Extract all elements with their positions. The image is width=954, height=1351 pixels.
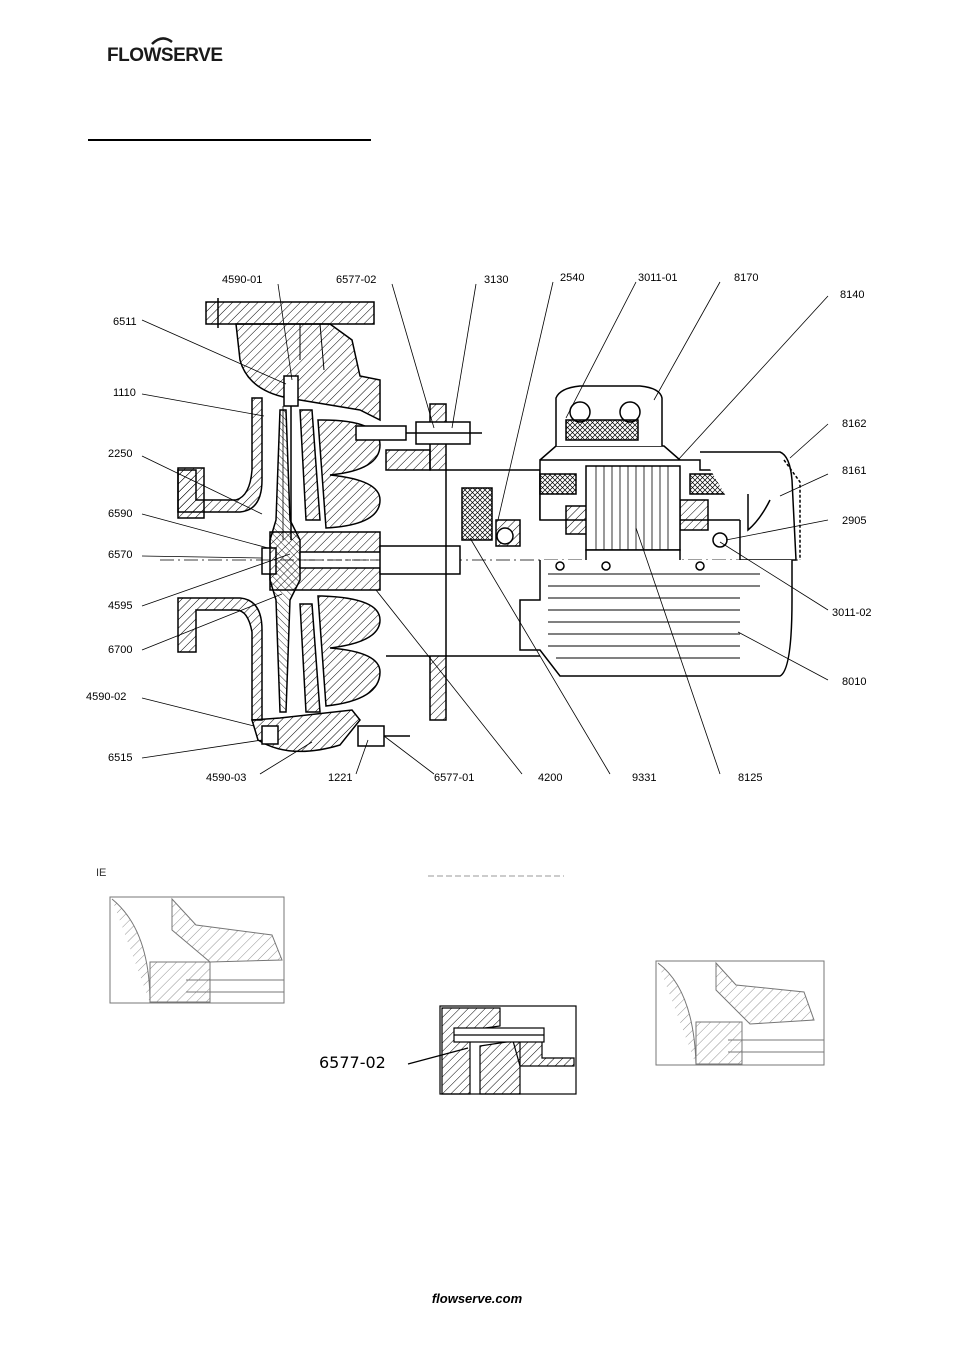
section-heading-rule xyxy=(88,139,371,141)
detail-callout-leader xyxy=(407,1047,469,1065)
label-1110: 1110 xyxy=(113,387,136,399)
label-4200: 4200 xyxy=(538,772,562,784)
label-9331: 9331 xyxy=(632,772,656,784)
label-6570: 6570 xyxy=(108,549,132,561)
label-8140: 8140 xyxy=(840,289,864,301)
label-4590-01: 4590-01 xyxy=(222,274,262,286)
label-6590: 6590 xyxy=(108,508,132,520)
label-3011-02: 3011-02 xyxy=(832,607,872,619)
label-2905: 2905 xyxy=(842,515,866,527)
detail-view-1 xyxy=(109,896,285,1004)
pump-casing xyxy=(160,298,801,753)
label-8125: 8125 xyxy=(738,772,762,784)
label-2540: 2540 xyxy=(560,272,584,284)
flowserve-logo: FLOWSERVE xyxy=(107,45,223,66)
leader-lines xyxy=(141,281,829,775)
label-8161: 8161 xyxy=(842,465,866,477)
label-1221: 1221 xyxy=(328,772,352,784)
detail-view-3 xyxy=(655,960,825,1066)
part-labels: 4590-01 6577-02 3130 2540 3011-01 8170 8… xyxy=(86,272,872,784)
label-6511: 6511 xyxy=(113,316,137,328)
label-4595: 4595 xyxy=(108,600,132,612)
label-6515: 6515 xyxy=(108,752,132,764)
detail-corner-tag: IE xyxy=(96,867,106,879)
label-8162: 8162 xyxy=(842,418,866,430)
label-6700: 6700 xyxy=(108,644,132,656)
label-2250: 2250 xyxy=(108,448,132,460)
label-6577-02: 6577-02 xyxy=(336,274,376,286)
label-6577-01: 6577-01 xyxy=(434,772,474,784)
label-3130: 3130 xyxy=(484,274,508,286)
label-4590-03: 4590-03 xyxy=(206,772,246,784)
label-8010: 8010 xyxy=(842,676,866,688)
detail-view-2 xyxy=(439,1005,577,1095)
label-3011-01: 3011-01 xyxy=(638,272,678,284)
label-8170: 8170 xyxy=(734,272,758,284)
logo-swoosh-icon xyxy=(151,37,173,45)
detail-callout-6577-02: 6577-02 xyxy=(319,1053,386,1072)
footer-url[interactable]: flowserve.com xyxy=(431,1291,523,1306)
label-4590-02: 4590-02 xyxy=(86,691,126,703)
